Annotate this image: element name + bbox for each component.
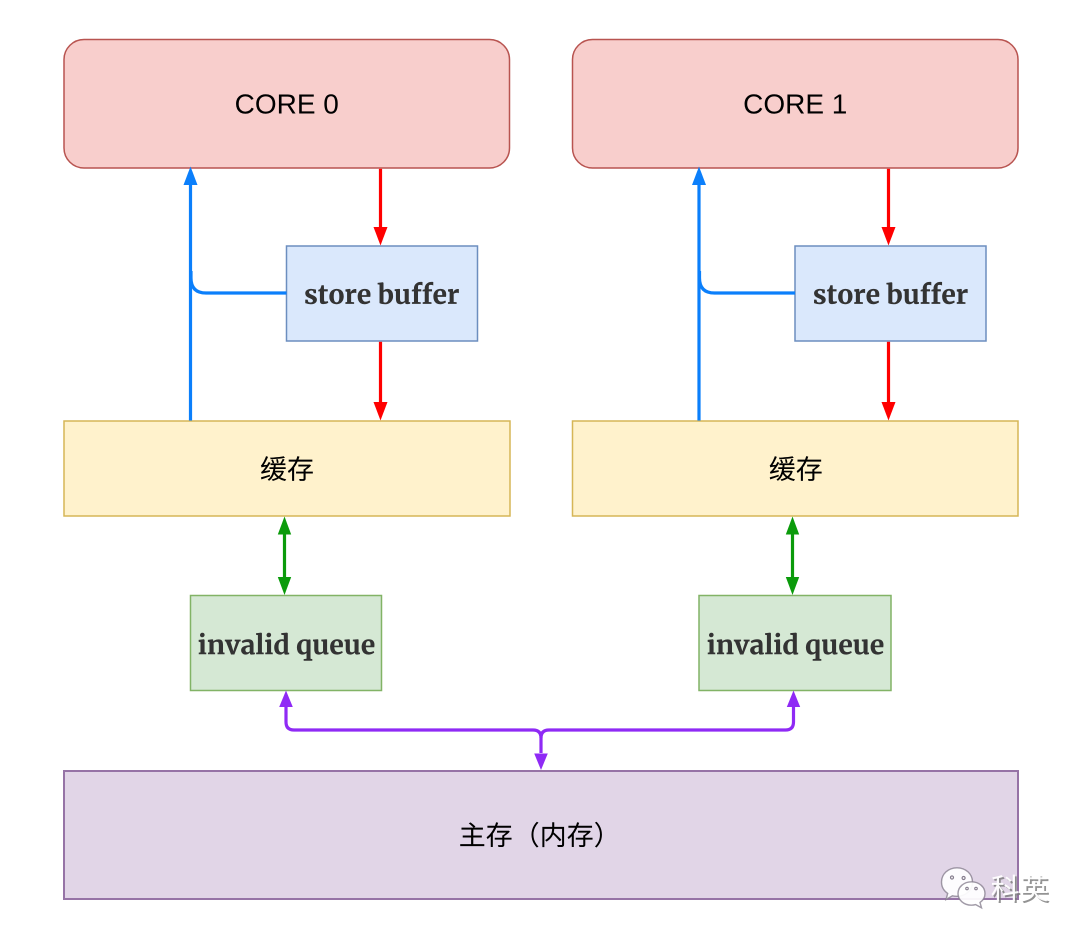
- svg-text:CORE 0: CORE 0: [235, 89, 339, 120]
- svg-text:CORE 1: CORE 1: [743, 89, 847, 120]
